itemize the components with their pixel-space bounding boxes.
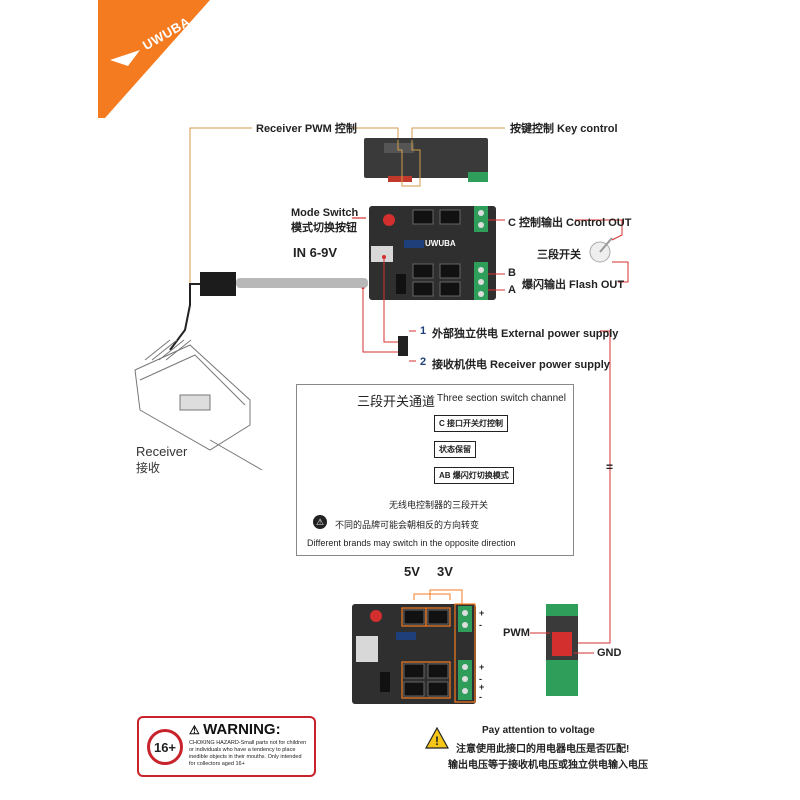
input-voltage-label: IN 6-9V: [293, 245, 338, 260]
attention-line1: 注意使用此接口的用电器电压是否匹配!: [456, 744, 630, 755]
minus-3: -: [479, 692, 482, 702]
key-control-label: 按键控制 Key control: [510, 123, 618, 135]
plus-3: +: [479, 682, 485, 692]
terminal-b-label: B: [508, 267, 516, 279]
panel-title-en: Three section switch channel: [437, 393, 566, 404]
brand-corner-banner: [98, 0, 210, 118]
tag-ab-flash: AB 爆闪灯切换模式: [434, 467, 514, 484]
panel-note-cn: 不同的品牌可能会朝相反的方向转变: [335, 520, 480, 530]
module-logo: UWUBA: [425, 239, 456, 248]
control-out-label: C 控制输出 Control OUT: [508, 217, 632, 229]
tag-state-hold: 状态保留: [434, 441, 476, 458]
external-power-label: 外部独立供电 External power supply: [432, 328, 619, 340]
external-power-number: 1: [420, 325, 427, 337]
warning-title: ⚠ WARNING:: [189, 721, 281, 738]
plus-2: +: [479, 662, 485, 672]
receiver-sketch: [134, 339, 263, 471]
pwm-label: PWM: [503, 627, 530, 639]
panel-caption: 无线电控制器的三段开关: [389, 500, 489, 510]
receiver-label-en: Receiver: [136, 444, 188, 459]
caution-icon: !: [425, 727, 449, 749]
voltage-5v-label: 5V: [404, 564, 420, 579]
equals-sign: =: [606, 460, 614, 474]
receiver-label-cn: 接收: [136, 461, 161, 475]
panel-note-en: Different brands may switch in the oppos…: [307, 538, 516, 548]
flash-out-label: 爆闪输出 Flash OUT: [522, 279, 625, 291]
panel-title-cn: 三段开关通道: [357, 394, 436, 409]
warning-text: CHOKING HAZARD-Small parts not for child…: [189, 740, 307, 767]
attention-title: Pay attention to voltage: [482, 725, 595, 736]
warning-label: 16+ ⚠ WARNING: CHOKING HAZARD-Small part…: [137, 716, 316, 777]
mode-switch-label-en: Mode Switch: [291, 207, 359, 219]
receiver-pwm-label: Receiver PWM 控制: [256, 123, 357, 135]
attention-line2: 输出电压等于接收机电压或独立供电输入电压: [448, 760, 648, 771]
gnd-label: GND: [597, 647, 622, 659]
tag-c-control: C 接口开关灯控制: [434, 415, 508, 432]
minus-1: -: [479, 620, 482, 630]
warning-title-text: WARNING:: [203, 721, 281, 738]
svg-text:!: !: [435, 734, 439, 748]
receiver-power-number: 2: [420, 356, 427, 368]
plus-1: +: [479, 608, 485, 618]
minus-2: -: [479, 674, 482, 684]
warning-triangle-icon: ⚠: [189, 723, 204, 737]
receiver-power-label: 接收机供电 Receiver power supply: [432, 359, 610, 371]
voltage-3v-label: 3V: [437, 564, 453, 579]
three-position-switch-label: 三段开关: [537, 249, 581, 261]
mode-switch-label-cn: 模式切换按钮: [291, 222, 357, 234]
age-16-badge: 16+: [147, 729, 183, 765]
terminal-a-label: A: [508, 284, 516, 296]
warning-icon: ⚠: [313, 515, 327, 529]
switch-channel-panel: 三段开关通道 Three section switch channel C 接口…: [296, 384, 574, 556]
